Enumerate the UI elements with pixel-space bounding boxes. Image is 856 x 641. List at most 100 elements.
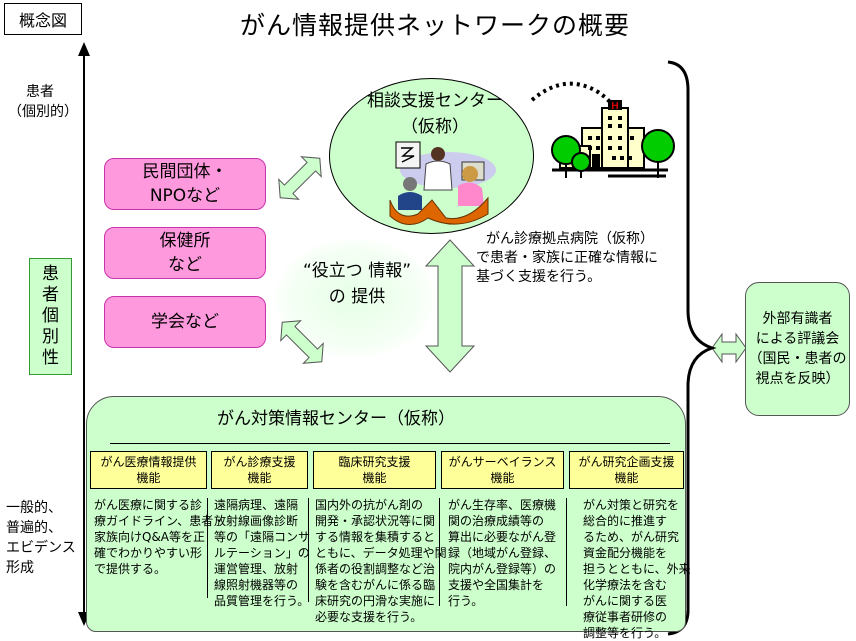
text-line: 資金配分機能を [583, 546, 668, 560]
text-line: 院内がん登録等）の [448, 562, 557, 576]
text-line: 遠隔病理、遠隔 [214, 498, 299, 512]
axis-top-line1: 患者 [26, 84, 54, 100]
hospital-sign: H [611, 101, 618, 112]
text-line: 化学療法を含む [583, 578, 668, 592]
axis-top-line2: （個別的） [8, 104, 78, 120]
text-line: 確でわかりやすい形 [94, 546, 203, 560]
external-line: （国民・患者の [748, 351, 847, 367]
consultation-illustration-icon [389, 141, 496, 225]
consult-center-title: 相談支援センター （仮称） [345, 88, 525, 140]
text-line: るため、がん研究 [583, 530, 680, 544]
function-desc-research-planning: がん対策と研究を総合的に推進するため、がん研究資金配分機能を担うとともに、外来化… [583, 497, 691, 641]
function-name: 機能 [614, 471, 639, 485]
function-box-surveillance: がんサーベイランス 機能 [441, 451, 564, 489]
function-name: がんサーベイランス [448, 455, 557, 469]
axis-top-label: 患者 （個別的） [8, 82, 78, 122]
indiv-char: 性 [42, 348, 59, 368]
hospital-desc-line: で患者・家族に正確な情報に [476, 250, 658, 266]
axis-bottom-line: エビデンス [6, 540, 76, 556]
column-divider [566, 498, 567, 606]
useful-info-line2: の 提供 [328, 287, 386, 307]
hospital-icon: H [551, 100, 675, 178]
patient-individuality-box: 患 者 個 別 性 [29, 258, 72, 375]
text-line: 放射線画像診断 [214, 514, 299, 528]
text-line: 関の治療成績等の [448, 514, 545, 528]
external-council-box: 外部有識者 による評議会 （国民・患者の 視点を反映） [745, 282, 850, 416]
function-name: 機能 [247, 471, 272, 485]
text-line: 開発・承認状況等に関 [315, 514, 436, 528]
external-line: 視点を反映） [755, 371, 840, 387]
text-line: 等の「遠隔コンサ [214, 530, 311, 544]
text-line: ルテーション」の [214, 546, 310, 560]
text-line: する情報を集積すると [315, 530, 436, 544]
axis-bottom-label: 一般的、 普遍的、 エビデンス 形成 [6, 498, 86, 578]
diagonal-double-arrow-icon [278, 156, 322, 200]
external-line: による評議会 [755, 331, 840, 347]
text-line: 療従事者研修の [583, 610, 668, 624]
column-divider [207, 498, 208, 598]
text-line: 支援や全国集計を [448, 578, 545, 592]
function-box-diagnosis-support: がん診療支援 機能 [211, 451, 308, 489]
text-line: 験を含むがんに係る臨 [315, 578, 436, 592]
text-line: がん対策と研究を [583, 498, 680, 512]
hospital-description: がん診療拠点病院（仮称） で患者・家族に正確な情報に 基づく支援を行う。 [476, 230, 658, 287]
org-box-health-center: 保健所 など [104, 227, 266, 279]
org-box-academic-society: 学会など [104, 296, 266, 348]
text-line: ともに、データ処理や関 [315, 546, 447, 560]
info-center-divider [110, 443, 670, 444]
text-line: 療ガイドライン、患者・ [94, 514, 226, 528]
text-line: 線照射機器等の [214, 578, 299, 592]
info-center-box [86, 396, 686, 632]
column-divider [439, 498, 440, 606]
function-name: 臨床研究支援 [338, 455, 411, 469]
text-line: がん医療に関する診 [94, 498, 203, 512]
function-box-research-planning: がん研究企画支援 機能 [569, 451, 684, 489]
consult-center-line1: 相談支援センター [367, 91, 503, 111]
text-line: 運営管理、放射 [214, 562, 299, 576]
indiv-char: 患 [42, 264, 59, 284]
page-title: がん情報提供ネットワークの概要 [240, 11, 631, 40]
function-desc-medical-info: がん医療に関する診療ガイドライン、患者・家族向けQ&A等を正確でわかりやすい形で… [94, 497, 225, 577]
org-line: NPOなど [149, 186, 221, 206]
function-name: 機能 [136, 471, 161, 485]
hospital-desc-line: 基づく支援を行う。 [476, 269, 602, 285]
text-line: 品質管理を行う。 [214, 594, 310, 608]
info-center-title: がん対策情報センター（仮称） [217, 409, 455, 429]
text-line: 録（地域がん登録、 [448, 546, 557, 560]
function-desc-diagnosis-support: 遠隔病理、遠隔放射線画像診断等の「遠隔コンサルテーション」の運営管理、放射線照射… [214, 497, 310, 609]
function-box-clinical-research: 臨床研究支援 機能 [313, 451, 436, 489]
dotted-connector [530, 81, 630, 139]
text-line: 担うとともに、外来 [583, 562, 691, 576]
axis-bottom-line: 一般的、 [6, 500, 62, 516]
function-name: がん医療情報提供 [100, 455, 197, 469]
function-name: がん研究企画支援 [578, 455, 675, 469]
text-line: 国内外の抗がん剤の [315, 498, 424, 512]
useful-info-line1: “役立つ 情報” [302, 261, 412, 281]
org-box-npo: 民間団体・ NPOなど [104, 158, 266, 210]
org-line: 民間団体・ [142, 162, 228, 182]
hospital-desc-line: がん診療拠点病院（仮称） [486, 231, 654, 247]
column-divider [308, 498, 309, 602]
horizontal-double-arrow-icon [711, 332, 747, 364]
text-line: 行う。 [448, 594, 484, 608]
text-line: 総合的に推進す [583, 514, 668, 528]
function-box-medical-info: がん医療情報提供 機能 [90, 451, 207, 489]
org-line: 保健所 [159, 231, 211, 251]
text-line: で提供する。 [94, 562, 167, 576]
function-desc-clinical-research: 国内外の抗がん剤の開発・承認状況等に関する情報を集積するとともに、データ処理や関… [315, 497, 447, 625]
indiv-char: 個 [42, 306, 59, 326]
axis-bottom-line: 形成 [6, 560, 34, 576]
function-desc-surveillance: がん生存率、医療機関の治療成績等の算出に必要ながん登録（地域がん登録、院内がん登… [448, 497, 556, 609]
function-name: 機能 [490, 471, 515, 485]
indiv-char: 別 [42, 327, 59, 347]
indiv-char: 者 [42, 285, 59, 305]
text-line: 床研究の円滑な実施に [315, 594, 436, 608]
function-name: 機能 [362, 471, 387, 485]
axis-bottom-line: 普遍的、 [6, 520, 62, 536]
text-line: 調整等を行う。 [583, 626, 667, 640]
org-line: 学会など [151, 312, 219, 332]
text-line: 係者の役割調整など治 [315, 562, 436, 576]
function-name: がん診療支援 [223, 455, 296, 469]
concept-label: 概念図 [4, 3, 82, 35]
text-line: がんに関する医 [583, 594, 668, 608]
